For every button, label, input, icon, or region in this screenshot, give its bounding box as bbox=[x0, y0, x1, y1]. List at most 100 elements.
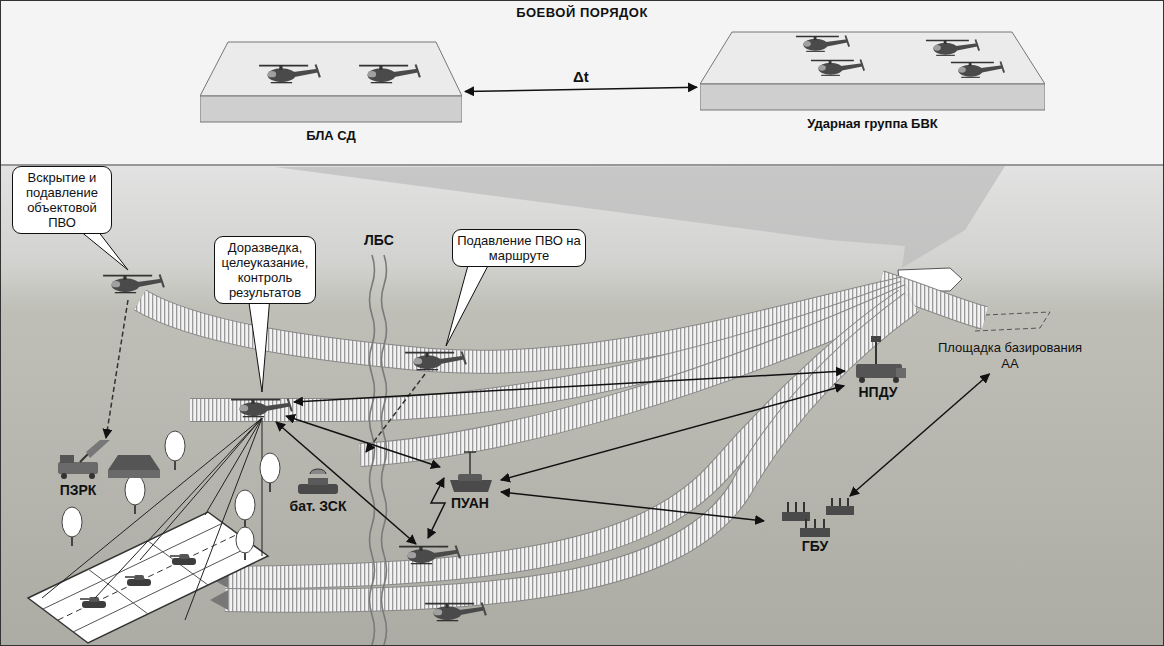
flight-route-ribbons bbox=[225, 300, 905, 578]
front-line bbox=[370, 255, 387, 646]
vehicle-gbu bbox=[800, 528, 830, 537]
trees bbox=[236, 527, 254, 553]
vehicle-pzrk bbox=[58, 462, 98, 474]
target-area bbox=[170, 554, 196, 565]
ground bbox=[0, 166, 1164, 646]
helicopters bbox=[231, 399, 292, 417]
vehicle-puan bbox=[464, 451, 476, 453]
target-area bbox=[148, 541, 208, 585]
flight-route-ribbons bbox=[225, 302, 912, 601]
trees bbox=[235, 490, 255, 520]
callout-text: Доразведка, целеуказание, контроль резул… bbox=[219, 240, 311, 300]
tent bbox=[108, 455, 160, 470]
callout-text: Вскрытие и подавление объектовой ПВО bbox=[17, 170, 107, 230]
site-label-node: Площадка базирования АА bbox=[935, 340, 1085, 372]
link-arrows bbox=[276, 422, 416, 544]
callout-box: Вскрытие и подавление объектовой ПВО bbox=[12, 166, 112, 234]
callout-box: Доразведка, целеуказание, контроль резул… bbox=[214, 236, 316, 304]
top-panel bbox=[0, 0, 1164, 165]
flight-route-ribbons bbox=[225, 302, 912, 601]
vehicle-puan bbox=[469, 452, 471, 474]
vehicle-zsk bbox=[298, 484, 338, 494]
trees bbox=[260, 453, 280, 483]
vehicle-gbu bbox=[847, 498, 849, 506]
vehicle-npdu bbox=[875, 340, 877, 364]
target-area bbox=[125, 575, 151, 586]
front-line bbox=[370, 255, 375, 646]
basing-site bbox=[975, 312, 1050, 331]
route-arrowheads bbox=[210, 590, 228, 610]
link-arrow bbox=[501, 386, 844, 480]
vehicle-gbu bbox=[787, 502, 789, 512]
target-area bbox=[58, 534, 238, 620]
unit-node: ПЗРК bbox=[53, 450, 103, 499]
link-arrows bbox=[276, 371, 845, 544]
unit-label: бат. ЗСК bbox=[288, 498, 348, 515]
flight-route-ribbons bbox=[140, 282, 985, 601]
unit-label: ПУАН bbox=[442, 495, 498, 512]
callout-text: Подавление ПВО на маршруте bbox=[457, 233, 581, 263]
front-line bbox=[382, 255, 387, 646]
link-arrow bbox=[501, 492, 764, 521]
unit-node: бат. ЗСК bbox=[288, 470, 348, 515]
funnel-arrow bbox=[275, 166, 1005, 268]
sensor-fan bbox=[185, 418, 262, 620]
missile-strike bbox=[86, 440, 110, 458]
vehicle-gbu bbox=[814, 519, 816, 528]
link-arrows bbox=[428, 478, 445, 538]
vehicle-gbu bbox=[839, 498, 841, 506]
unit-label: НПДУ bbox=[847, 384, 909, 401]
vehicle-gbu bbox=[823, 519, 825, 528]
map-label: ЛБС bbox=[364, 232, 394, 248]
formation-platform: БЛА СД bbox=[200, 38, 462, 150]
unit-label: ГБУ bbox=[767, 538, 863, 555]
vehicle-gbu bbox=[826, 506, 854, 515]
tent bbox=[108, 455, 160, 478]
missile-lines bbox=[366, 374, 425, 452]
sensor-fan bbox=[262, 418, 263, 556]
unit-node: НПДУ bbox=[847, 352, 909, 401]
unit-label: ПЗРК bbox=[53, 482, 103, 499]
callout-tails bbox=[248, 296, 270, 392]
vehicle-npdu bbox=[856, 364, 902, 378]
unit-node: ГБУ bbox=[767, 498, 863, 555]
helicopters bbox=[399, 546, 460, 564]
trees bbox=[165, 431, 185, 461]
trees bbox=[62, 507, 82, 537]
vehicle-npdu bbox=[871, 336, 881, 342]
vehicle-puan bbox=[458, 474, 482, 481]
tent bbox=[108, 470, 160, 478]
trees bbox=[125, 475, 145, 505]
sensor-fan bbox=[42, 418, 262, 598]
vehicle-npdu bbox=[896, 368, 906, 378]
vehicle-pzrk bbox=[61, 473, 67, 479]
helicopters bbox=[405, 352, 466, 370]
vehicle-gbu bbox=[831, 498, 833, 506]
helicopters bbox=[103, 275, 486, 621]
callout-box: Подавление ПВО на маршруте bbox=[452, 229, 586, 267]
unit-node: ПУАН bbox=[442, 465, 498, 512]
vehicle-zsk bbox=[308, 478, 328, 485]
vehicle-npdu bbox=[856, 336, 906, 383]
flight-route-ribbons bbox=[225, 300, 905, 578]
link-arrows bbox=[286, 416, 440, 467]
helicopters bbox=[425, 603, 486, 621]
vehicle-gbu bbox=[782, 498, 854, 537]
top-panel bbox=[0, 0, 1164, 165]
vehicle-puan bbox=[450, 480, 492, 492]
callout-tails bbox=[74, 226, 492, 392]
platform-slab bbox=[200, 38, 462, 128]
sensor-fan bbox=[95, 418, 262, 598]
vehicle-puan bbox=[450, 452, 492, 492]
vehicle-zsk bbox=[310, 469, 326, 474]
link-arrow bbox=[465, 87, 697, 91]
vehicle-pzrk bbox=[89, 473, 95, 479]
vehicle-npdu bbox=[859, 377, 865, 383]
callout-tails bbox=[446, 258, 492, 346]
missile-lines bbox=[106, 300, 128, 438]
platform-label: Ударная группа БВК bbox=[700, 116, 1045, 131]
site-label: Площадка базирования АА bbox=[935, 340, 1085, 372]
